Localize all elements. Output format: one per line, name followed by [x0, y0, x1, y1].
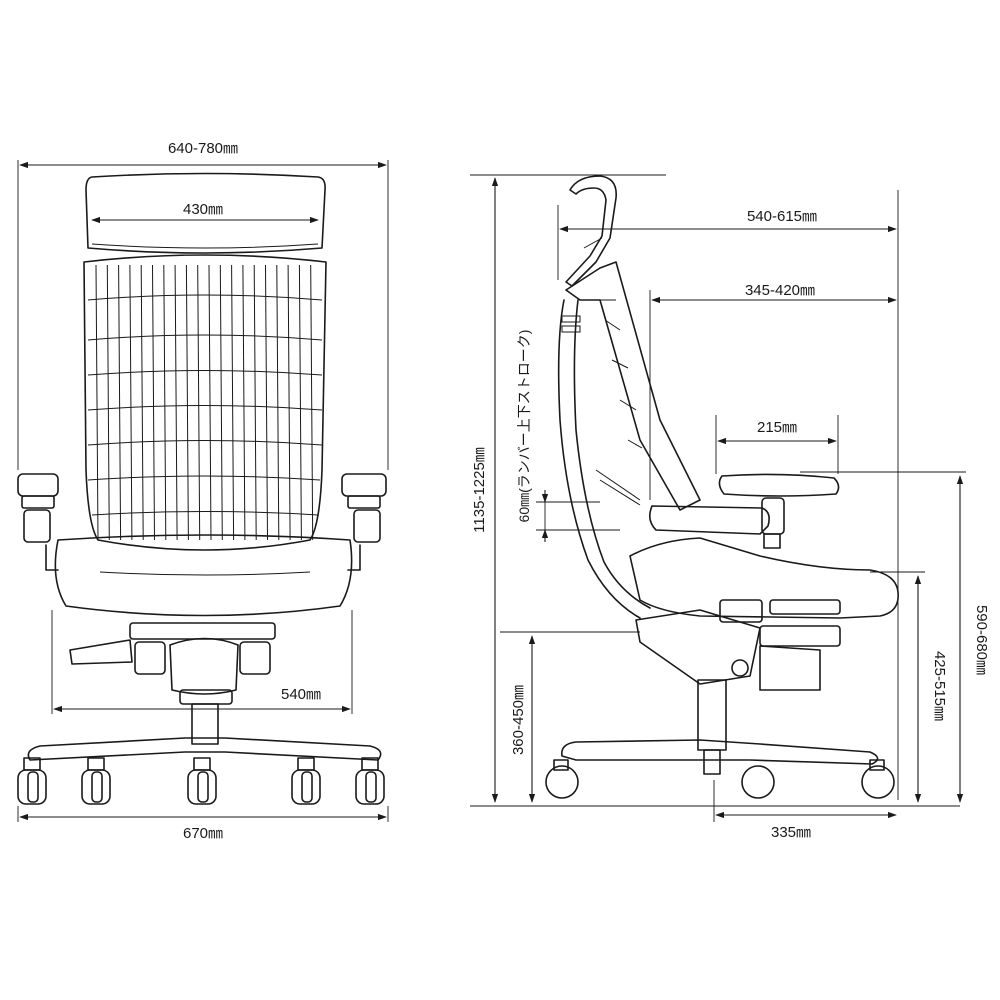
backrest-slat	[298, 264, 302, 541]
backrest-slat	[118, 264, 122, 541]
overall-width-label: 640-780㎜	[168, 140, 238, 157]
front-view-chair	[17, 172, 387, 805]
backrest-slat	[152, 264, 155, 541]
backrest-bands	[87, 294, 323, 516]
backrest-slat	[140, 264, 144, 541]
side-dimension-lines	[470, 174, 966, 822]
backrest-slat	[265, 264, 268, 541]
front-mechanism	[69, 622, 276, 705]
backrest-slats	[95, 264, 314, 541]
side-backrest-frame	[565, 261, 701, 511]
side-dimension-labels: 540-615㎜ 345-420㎜ 215㎜ 335㎜ 1135-1225㎜ 6…	[471, 207, 990, 841]
backrest-slat	[219, 264, 223, 541]
seat-width-label: 540㎜	[281, 686, 321, 703]
headrest-depth-label: 540-615㎜	[747, 208, 817, 225]
base-width-label: 670㎜	[183, 825, 223, 842]
side-base	[560, 739, 879, 765]
side-casters	[545, 759, 895, 799]
side-mechanism	[635, 599, 841, 691]
backrest-slat	[208, 264, 212, 541]
backrest-slat	[242, 264, 246, 541]
armrest-length-label: 215㎜	[757, 419, 797, 436]
lumbar-stroke-label: 60㎜(ランバー上下ストローク)	[516, 330, 532, 523]
backrest-slat	[129, 264, 133, 541]
front-base	[27, 737, 382, 761]
backrest-slat	[287, 264, 291, 541]
backrest-slat	[231, 264, 235, 541]
base-depth-label: 335㎜	[771, 824, 811, 841]
seat-height-label: 360-450㎜	[510, 685, 527, 755]
front-backrest	[83, 254, 327, 551]
side-headrest	[565, 175, 617, 287]
backrest-slat	[276, 264, 280, 541]
front-armrest-right	[341, 473, 387, 571]
front-armrest-left	[17, 473, 59, 571]
seat-depth-label: 425-515㎜	[931, 651, 948, 721]
front-headrest	[85, 172, 326, 254]
backrest-slat	[174, 264, 178, 541]
front-seat	[54, 534, 353, 617]
side-seat	[629, 537, 899, 619]
side-view-chair	[545, 175, 899, 799]
front-dimension-labels: 640-780㎜ 430㎜ 540㎜ 670㎜	[150, 139, 330, 842]
headrest-width-label: 430㎜	[183, 201, 223, 218]
backrest-slat	[163, 264, 167, 541]
front-gas-column	[191, 703, 219, 745]
armrest-height-label: 590-680㎜	[973, 605, 990, 675]
total-height-label: 1135-1225㎜	[471, 447, 488, 533]
backrest-slat	[185, 264, 189, 541]
side-armrest-support	[648, 505, 770, 535]
backrest-slat	[197, 264, 201, 541]
front-dimension-lines	[17, 160, 389, 822]
backrest-slat	[106, 264, 110, 541]
backrest-slat	[95, 264, 99, 541]
front-casters	[17, 757, 385, 805]
backrest-depth-label: 345-420㎜	[745, 282, 815, 299]
backrest-slat	[310, 264, 314, 541]
backrest-slat	[253, 264, 257, 541]
side-armrest-pad	[718, 473, 840, 497]
